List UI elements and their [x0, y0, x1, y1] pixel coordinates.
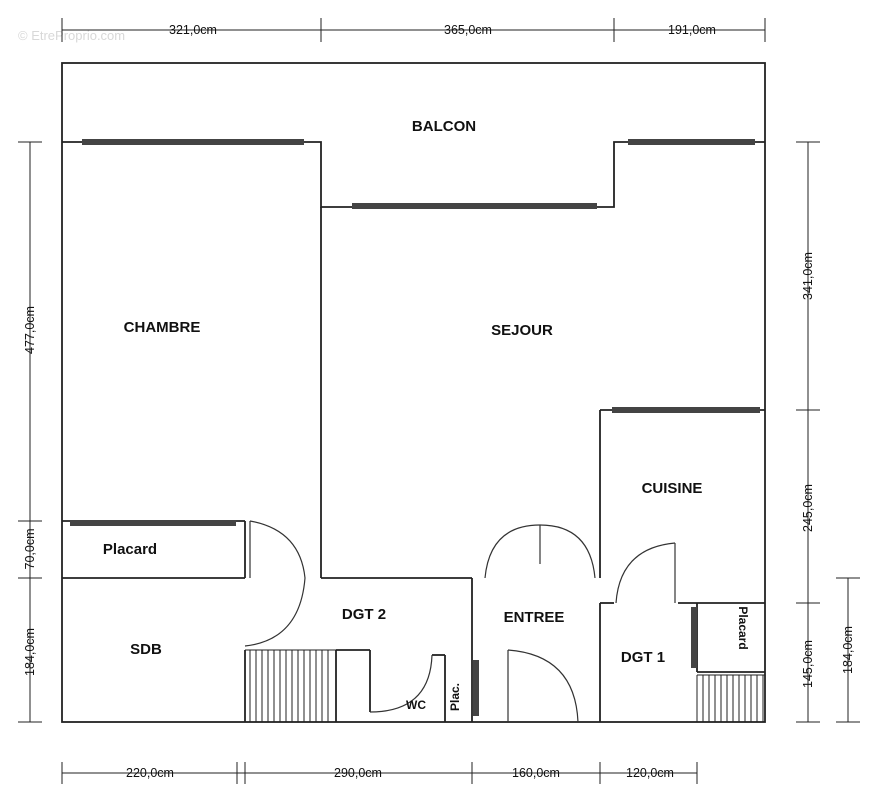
room-cuisine: CUISINE	[642, 480, 703, 497]
room-wc: WC	[406, 698, 426, 712]
room-placard-right: Placard	[736, 606, 750, 649]
dimension-lines	[18, 18, 860, 784]
room-sejour: SEJOUR	[491, 322, 553, 339]
dim-right-1: 341,0cm	[801, 252, 815, 300]
watermark: © EtreProprio.com	[18, 28, 125, 43]
room-chambre: CHAMBRE	[124, 319, 201, 336]
windows	[70, 139, 760, 716]
dim-left-3: 184,0cm	[23, 628, 37, 676]
stairs-left	[245, 649, 336, 722]
dim-bottom-4: 120,0cm	[626, 766, 674, 780]
dim-top-3: 191,0cm	[668, 23, 716, 37]
stairs-right	[696, 674, 765, 722]
dim-right-2: 245,0cm	[801, 484, 815, 532]
dim-far-right-1: 184,0cm	[841, 626, 855, 674]
doors	[244, 520, 676, 723]
dim-bottom-2: 290,0cm	[334, 766, 382, 780]
room-placard-left: Placard	[103, 541, 157, 558]
room-plac: Plac.	[448, 683, 462, 711]
dim-bottom-1: 220,0cm	[126, 766, 174, 780]
dim-left-2: 70,0cm	[23, 529, 37, 570]
room-sdb: SDB	[130, 641, 162, 658]
room-entree: ENTREE	[504, 609, 565, 626]
dim-top-1: 321,0cm	[169, 23, 217, 37]
room-balcon: BALCON	[412, 118, 476, 135]
dim-left-1: 477,0cm	[23, 306, 37, 354]
dim-top-2: 365,0cm	[444, 23, 492, 37]
room-dgt1: DGT 1	[621, 649, 665, 666]
dim-bottom-3: 160,0cm	[512, 766, 560, 780]
dim-right-3: 145,0cm	[801, 640, 815, 688]
room-dgt2: DGT 2	[342, 606, 386, 623]
walls	[61, 62, 766, 723]
